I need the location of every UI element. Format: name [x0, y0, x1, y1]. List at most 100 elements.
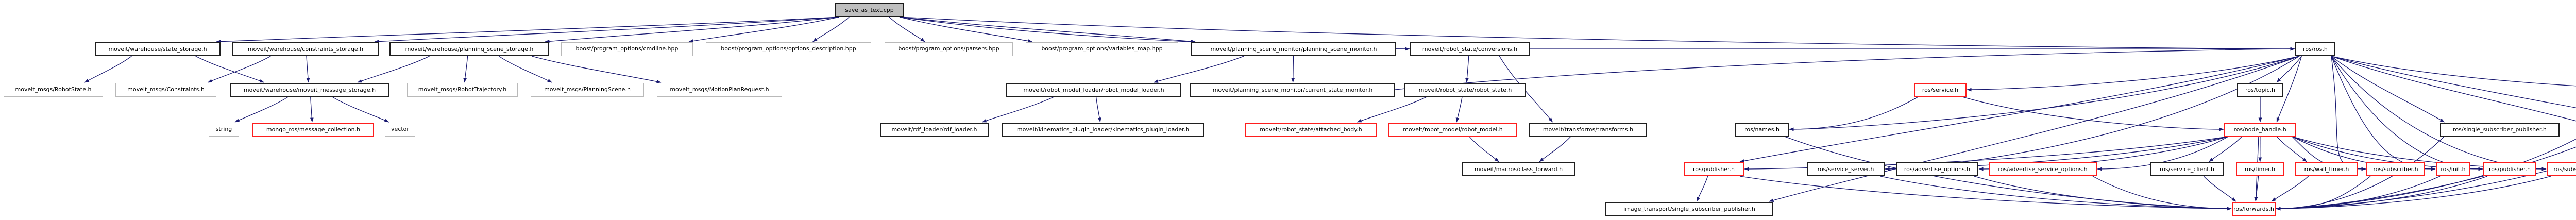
graph-node-rosros[interactable]: ros/ros.h [2295, 42, 2335, 56]
include-edge-rml-to-rdf [981, 96, 1054, 123]
graph-node-bo_optdesc[interactable]: boost/program_options/options_descriptio… [706, 42, 871, 56]
graph-node-transforms[interactable]: moveit/transforms/transforms.h [1529, 123, 1647, 137]
graph-node-names[interactable]: ros/names.h [1735, 123, 1789, 137]
include-edge-ws_constraints-to-m_constraints [207, 56, 271, 83]
include-edge-ws_pss-to-msg_storage [357, 56, 430, 83]
graph-node-pub1[interactable]: ros/publisher.h [1684, 162, 1744, 176]
include-edge-ws_state-to-msg_storage [195, 56, 264, 83]
include-edge-pub1-to-fwd [1739, 176, 2232, 211]
include-edge-rosros-to-param [2331, 56, 2576, 87]
include-edge-service-to-names [1789, 96, 1919, 131]
graph-node-nh[interactable]: ros/node_handle.h [2224, 123, 2296, 137]
include-edge-param-to-fwd [2276, 146, 2576, 211]
graph-node-itssp[interactable]: image_transport/single_subscriber_publis… [1605, 202, 1773, 216]
graph-node-sub2[interactable]: ros/subscriber.h [2547, 162, 2576, 176]
graph-node-ssrv[interactable]: ros/service_server.h [1807, 162, 1885, 176]
include-edge-rosros-to-pub2 [2331, 56, 2483, 171]
include-edge-rmodel-to-classfwd [1469, 136, 1499, 162]
graph-node-rml[interactable]: moveit/robot_model_loader/robot_model_lo… [1006, 83, 1181, 97]
graph-node-sub1[interactable]: ros/subscriber.h [2366, 162, 2425, 176]
include-edge-rosros-to-names [1789, 56, 2300, 131]
include-edge-timer-to-fwd [2254, 176, 2259, 202]
include-edge-csm-to-rosros [1395, 47, 2295, 90]
graph-node-fwd[interactable]: ros/forwards.h [2232, 202, 2276, 216]
graph-node-m_mpr[interactable]: moveit_msgs/MotionPlanRequest.h [657, 83, 782, 97]
include-edge-rsssp-to-fwd [2276, 136, 2445, 211]
include-edge-psm-to-csm [1291, 56, 1295, 83]
include-edge-rosros-to-sub2 [2331, 56, 2547, 171]
include-edge-ws_pss-to-m_mpr [532, 56, 662, 83]
include-edge-conversions-to-transforms [1499, 56, 1553, 123]
include-edge-nh-to-sclient [2209, 136, 2242, 162]
include-edge-rosros-to-init [2331, 56, 2436, 171]
include-edge-rosros-to-rsssp [2331, 56, 2445, 123]
include-edge-ssrv-to-fwd [1880, 176, 2232, 211]
include-edge-ws_state-to-m_robotstate [84, 56, 132, 83]
graph-node-root[interactable]: save_as_text.cpp [835, 3, 904, 17]
include-edge-rosros-to-topic [2276, 56, 2302, 83]
graph-node-vector[interactable]: vector [385, 123, 415, 137]
include-edge-rml-to-kpl [1095, 96, 1101, 123]
include-edge-service-to-nh [1962, 96, 2224, 131]
graph-node-m_rtraj[interactable]: moveit_msgs/RobotTrajectory.h [407, 83, 518, 97]
graph-node-msg_storage[interactable]: moveit/warehouse/moveit_message_storage.… [230, 83, 389, 97]
include-edge-rosros-to-service [1967, 56, 2300, 92]
graph-node-pub2[interactable]: ros/publisher.h [2483, 162, 2536, 176]
graph-node-bo_cmdline[interactable]: boost/program_options/cmdline.hpp [561, 42, 693, 56]
include-edge-root-to-ws_constraints [374, 16, 840, 43]
include-edge-walltimer-to-fwd [2271, 176, 2309, 202]
graph-node-advopt[interactable]: ros/advertise_options.h [1896, 162, 1978, 176]
include-edge-rstate-to-ab [1357, 96, 1427, 123]
include-edge-root-to-bo_cmdline [688, 16, 840, 43]
graph-node-m_pscene[interactable]: moveit_msgs/PlanningScene.h [531, 83, 644, 97]
include-edge-nh-to-walltimer [2276, 136, 2307, 162]
graph-node-rmodel[interactable]: moveit/robot_model/robot_model.h [1388, 123, 1517, 137]
graph-node-timer[interactable]: ros/timer.h [2236, 162, 2284, 176]
graph-node-service[interactable]: ros/service.h [1914, 83, 1967, 97]
include-edge-rosros-to-pub1 [1739, 56, 2300, 163]
include-edge-psm-to-rml [1153, 56, 1244, 83]
include-edge-root-to-ws_pss [545, 16, 840, 43]
graph-node-ws_state[interactable]: moveit/warehouse/state_storage.h [95, 42, 221, 56]
include-edge-root-to-bo_varmap [899, 16, 1033, 43]
graph-node-psm[interactable]: moveit/planning_scene_monitor/planning_s… [1191, 42, 1396, 56]
graph-node-bo_parsers[interactable]: boost/program_options/parsers.hpp [885, 42, 1013, 56]
include-edge-rosros-to-itssp [1769, 56, 2300, 202]
include-edge-rosros-to-nh [2276, 56, 2302, 123]
include-edge-sclient-to-fwd [2203, 176, 2236, 202]
include-edge-thisnode-to-fwd [2276, 162, 2576, 211]
graph-node-bo_varmap[interactable]: boost/program_options/variables_map.hpp [1026, 42, 1178, 56]
graph-node-csm[interactable]: moveit/planning_scene_monitor/current_st… [1190, 83, 1395, 97]
graph-node-classfwd[interactable]: moveit/macros/class_forward.h [1462, 162, 1575, 176]
graph-node-m_constraints[interactable]: moveit_msgs/Constraints.h [115, 83, 216, 97]
graph-node-advsrvopt[interactable]: ros/advertise_service_options.h [1989, 162, 2097, 176]
include-edge-msg_storage-to-string [234, 96, 289, 123]
graph-node-ws_constraints[interactable]: moveit/warehouse/constraints_storage.h [232, 42, 379, 56]
include-edge-advsrvopt-to-fwd [2092, 176, 2232, 211]
graph-node-m_robotstate[interactable]: moveit_msgs/RobotState.h [4, 83, 103, 97]
include-edge-root-to-psm [899, 16, 1196, 43]
include-edge-rosros-to-master [2331, 56, 2576, 123]
graph-node-kpl[interactable]: moveit/kinematics_plugin_loader/kinemati… [1002, 123, 1204, 137]
include-edge-ws_pss-to-m_rtraj [463, 56, 468, 83]
include-edge-pub2-to-fwd [2276, 176, 2488, 211]
graph-node-conversions[interactable]: moveit/robot_state/conversions.h [1410, 42, 1530, 56]
include-edge-root-to-rosros [899, 16, 2295, 51]
graph-node-string[interactable]: string [209, 123, 239, 137]
graph-node-mongo[interactable]: mongo_ros/message_collection.h [252, 123, 374, 137]
graph-node-ws_pss[interactable]: moveit/warehouse/planning_scene_storage.… [389, 42, 549, 56]
include-edge-ws_pss-to-m_pscene [498, 56, 552, 83]
include-edge-pub1-to-itssp [1696, 176, 1708, 202]
graph-node-walltimer[interactable]: ros/wall_timer.h [2295, 162, 2358, 176]
graph-node-topic[interactable]: ros/topic.h [2237, 83, 2283, 97]
graph-node-sclient[interactable]: ros/service_client.h [2150, 162, 2224, 176]
include-edge-root-to-ws_state [216, 16, 840, 44]
graph-node-rsssp[interactable]: ros/single_subscriber_publisher.h [2440, 123, 2560, 137]
graph-node-init[interactable]: ros/init.h [2436, 162, 2470, 176]
include-edge-msg_storage-to-mongo [310, 96, 314, 123]
graph-node-ab[interactable]: moveit/robot_state/attached_body.h [1245, 123, 1377, 137]
graph-node-rstate[interactable]: moveit/robot_state/robot_state.h [1404, 83, 1526, 97]
include-edge-conversions-to-rstate [1465, 56, 1469, 83]
graph-node-rdf[interactable]: moveit/rdf_loader/rdf_loader.h [880, 123, 989, 137]
